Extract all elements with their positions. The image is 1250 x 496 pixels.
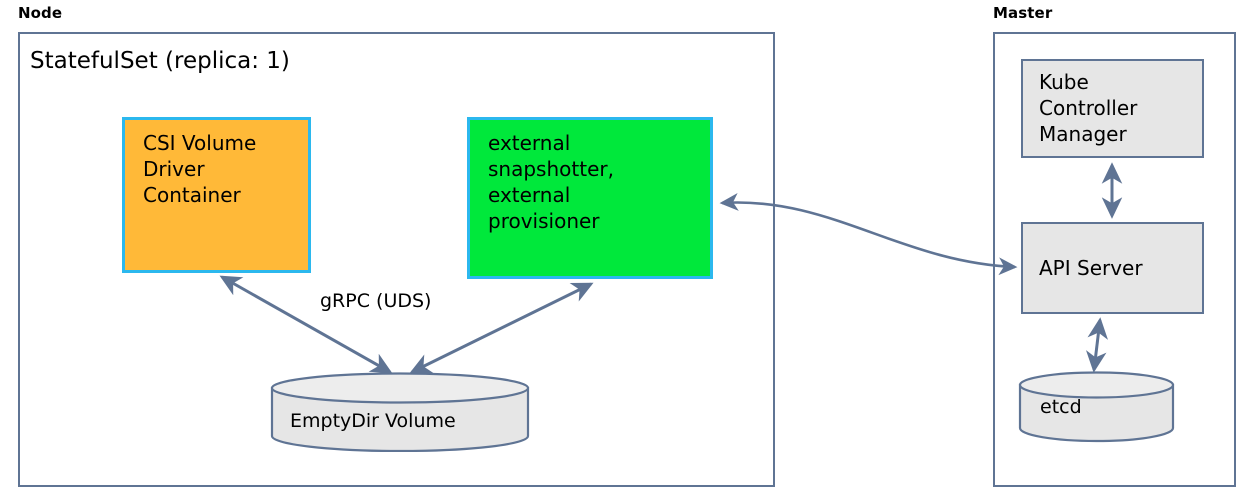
cylinder-top (1018, 371, 1175, 399)
external-sidecars-box[interactable]: external snapshotter, external provision… (467, 117, 713, 279)
node-zone-label: Node (18, 4, 63, 22)
kube-controller-manager-box[interactable]: Kube Controller Manager (1021, 59, 1204, 158)
emptydir-volume-cylinder[interactable] (270, 372, 530, 453)
grpc-uds-edge-label: gRPC (UDS) (320, 290, 432, 312)
kube-controller-manager-label: Kube Controller Manager (1039, 70, 1138, 146)
cylinder-top (270, 372, 530, 404)
master-zone-label: Master (993, 4, 1053, 22)
statefulset-title: StatefulSet (replica: 1) (30, 48, 290, 74)
external-sidecars-label: external snapshotter, external provision… (488, 131, 614, 233)
cylinder-body (270, 386, 530, 453)
cylinder-body (1018, 383, 1175, 443)
emptydir-volume-label: EmptyDir Volume (290, 410, 456, 432)
csi-volume-driver-container-label: CSI Volume Driver Container (143, 131, 257, 207)
api-server-box[interactable]: API Server (1021, 222, 1204, 314)
etcd-label: etcd (1040, 396, 1082, 418)
api-server-label: API Server (1039, 256, 1143, 280)
csi-volume-driver-container[interactable]: CSI Volume Driver Container (122, 117, 311, 273)
